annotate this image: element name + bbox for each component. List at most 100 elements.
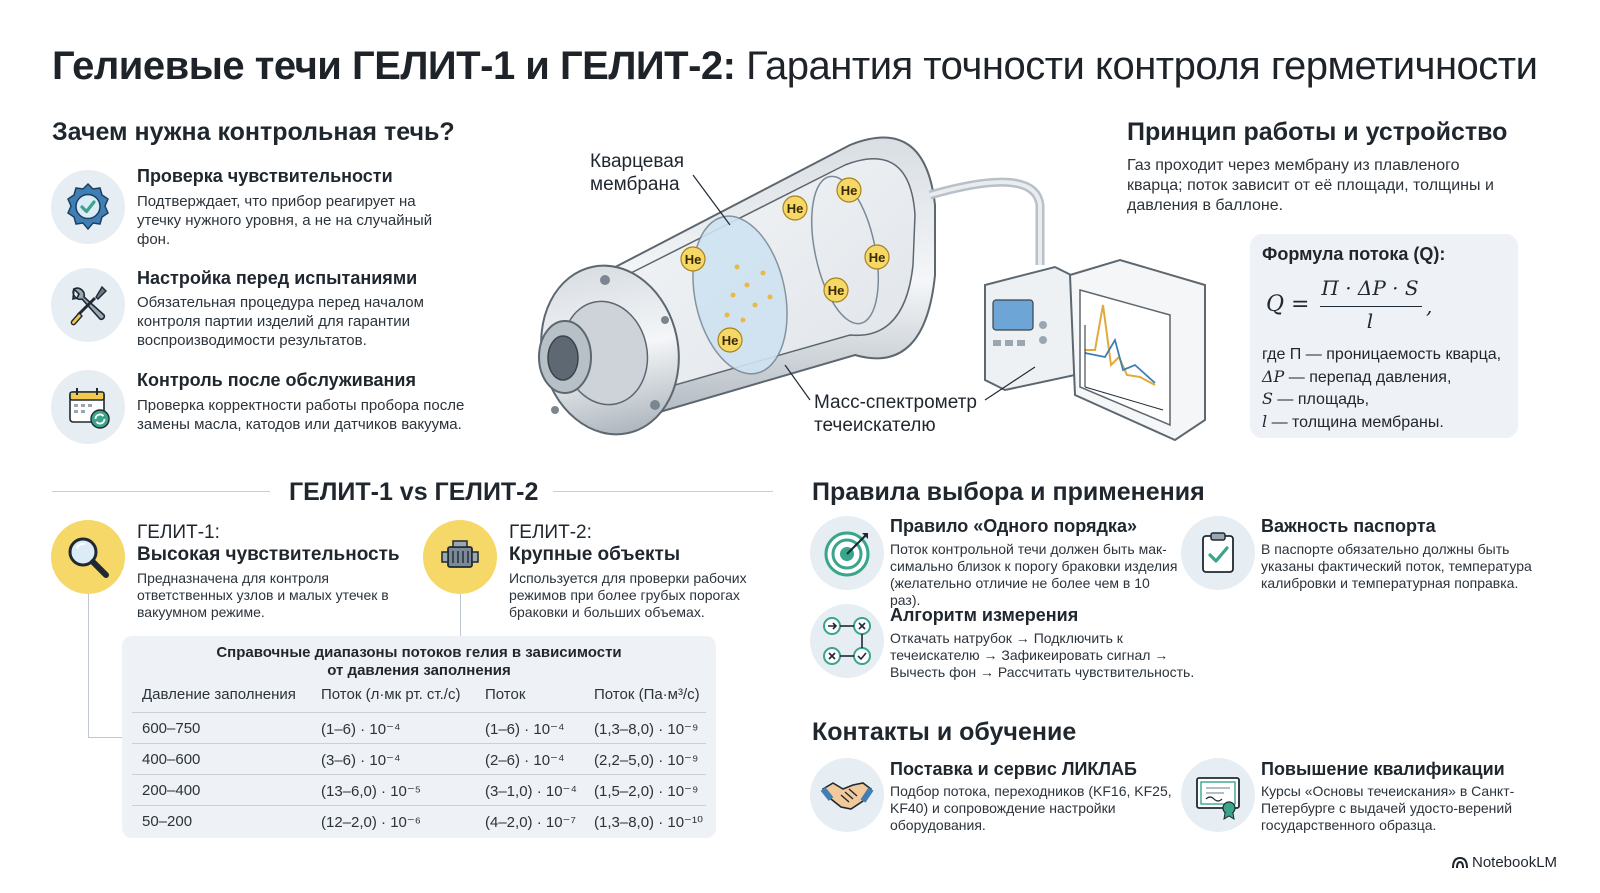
table-cell: 50–200 <box>142 813 193 830</box>
table-cell: (3–6) · 10⁻⁴ <box>321 752 401 769</box>
table-row: 600–750 (1–6) · 10⁻⁴ (1–6) · 10⁻⁴ (1,3–8… <box>132 712 706 743</box>
connector-line <box>88 737 124 738</box>
formula-denominator: l <box>1366 309 1374 333</box>
certificate-icon <box>1181 758 1255 832</box>
table-row: 400–600 (3–6) · 10⁻⁴ (2–6) · 10⁻⁴ (2,2–5… <box>132 743 706 774</box>
why-item-text: Обязательная процедура перед началом кон… <box>137 294 424 349</box>
g2-subtitle: Крупные объекты <box>509 544 681 565</box>
wrench-screwdriver-icon <box>51 268 125 342</box>
rule-text: В паспорте обязательно должны быть указа… <box>1261 541 1532 591</box>
why-item-text: Подтверждает, что прибор реагирует на ут… <box>137 193 433 248</box>
g1-name: ГЕЛИТ-1: <box>137 522 220 543</box>
membrane-label: Кварцевая мембрана <box>590 151 685 195</box>
legend-symbol: ΔP <box>1262 366 1285 386</box>
contact-text: Курсы «Основы течеискания» в Санкт-Петер… <box>1261 783 1515 833</box>
table-cell: (1–6) · 10⁻⁴ <box>321 721 401 738</box>
calendar-refresh-icon <box>51 370 125 444</box>
watermark: NotebookLM <box>1452 854 1557 871</box>
compare-heading: ГЕЛИТ-1 vs ГЕЛИТ-2 <box>289 478 539 506</box>
he-atom-label: He <box>722 333 739 348</box>
table-cell: (2,2–5,0) · 10⁻⁹ <box>594 752 699 769</box>
he-atom-label: He <box>685 252 702 267</box>
connector-line <box>88 592 89 738</box>
formula-legend: где Π — проницаемость кварца, ΔP — переп… <box>1262 344 1501 433</box>
rule-title: Правило «Одного порядка» <box>890 516 1137 536</box>
table-title: Справочные диапазоны потоков гелия в зав… <box>122 644 716 680</box>
leak-cylinder-diagram: He He He He He He <box>538 136 1206 442</box>
legend-text: — площадь, <box>1272 391 1370 408</box>
formula-lhs: Q = <box>1266 292 1310 317</box>
why-item-title: Контроль после обслуживания <box>137 370 416 390</box>
why-item-title: Настройка перед испытаниями <box>137 268 418 288</box>
table-cell: (4–2,0) · 10⁻⁷ <box>485 814 576 831</box>
table-cell: (1,3–8,0) · 10⁻⁹ <box>594 721 699 738</box>
notebooklm-logo-icon <box>1452 856 1468 868</box>
rule-text: Поток контрольной течи должен быть мак-с… <box>890 541 1178 608</box>
table-title-line: Справочные диапазоны потоков гелия в зав… <box>216 644 622 661</box>
spectrometer-label: Масс-спектрометр течеискателю <box>814 392 977 436</box>
legend-symbol: где Π <box>1262 346 1302 363</box>
table-cell: (1–6) · 10⁻⁴ <box>485 721 565 738</box>
workflow-icon <box>810 604 884 678</box>
g1-text: Предназначена для контроля ответственных… <box>137 570 389 620</box>
legend-symbol: l <box>1262 411 1268 431</box>
contacts-heading: Контакты и обучение <box>812 718 1077 746</box>
reference-table: Справочные диапазоны потоков гелия в зав… <box>122 636 716 838</box>
table-cell: (1,5–2,0) · 10⁻⁹ <box>594 783 699 800</box>
table-cell: 200–400 <box>142 782 201 799</box>
contact-title: Поставка и сервис ЛИКЛАБ <box>890 759 1137 779</box>
g1-subtitle: Высокая чувствительность <box>137 544 400 565</box>
clipboard-check-icon <box>1181 516 1255 590</box>
verified-badge-icon <box>51 170 125 244</box>
legend-symbol: S <box>1262 389 1273 408</box>
divider-left <box>52 491 270 492</box>
fraction-bar <box>1320 306 1422 307</box>
engine-block-icon <box>423 520 497 594</box>
table-title-line: от давления заполнения <box>327 662 511 679</box>
formula-box: Формула потока (Q): Q = Π · ΔP · S l , г… <box>1250 234 1518 438</box>
divider-right <box>553 491 773 492</box>
handshake-icon <box>810 758 884 832</box>
rule-title: Важность паспорта <box>1261 516 1436 536</box>
rule-title: Алгоритм измерения <box>890 605 1079 625</box>
table-row: 50–200 (12–2,0) · 10⁻⁶ (4–2,0) · 10⁻⁷ (1… <box>132 805 706 836</box>
table-cell: (12–2,0) · 10⁻⁶ <box>321 814 421 831</box>
he-atom-label: He <box>787 201 804 216</box>
legend-text: — перепад давления, <box>1284 368 1452 386</box>
connector-line <box>460 592 461 637</box>
table-header: Поток (Па·м³/с) <box>594 686 700 703</box>
watermark-text: NotebookLM <box>1472 854 1558 871</box>
table-cell: (13–6,0) · 10⁻⁵ <box>321 783 422 800</box>
magnifier-icon <box>51 520 125 594</box>
rules-heading: Правила выбора и применения <box>812 478 1205 506</box>
principle-text: Газ проходит через мембрану из плавленог… <box>1127 157 1494 214</box>
title-light: Гарантия точности контроля герметичности <box>746 44 1538 88</box>
contact-title: Повышение квалификации <box>1261 759 1505 779</box>
table-cell: 400–600 <box>142 751 201 768</box>
target-icon <box>810 516 884 590</box>
title-bold: Гелиевые течи ГЕЛИТ-1 и ГЕЛИТ-2: <box>52 44 736 88</box>
why-item-text: Проверка корректности работы пробора пос… <box>137 397 465 433</box>
contact-text: Подбор потока, переходников (KF16, KF25,… <box>890 783 1172 833</box>
table-header: Поток (л·мк рт. ст./с) <box>321 686 461 703</box>
formula-tail: , <box>1426 294 1433 318</box>
g2-name: ГЕЛИТ-2: <box>509 522 592 543</box>
legend-text: — проницаемость кварца, <box>1301 346 1502 363</box>
table-cell: (1,3–8,0) · 10⁻¹⁰ <box>594 814 703 831</box>
table-cell: (3–1,0) · 10⁻⁴ <box>485 783 577 800</box>
table-header: Поток <box>485 686 526 703</box>
formula-title: Формула потока (Q): <box>1262 244 1446 264</box>
g2-text: Используется для проверки рабочих режимо… <box>509 570 747 620</box>
legend-text: — толщина мембраны. <box>1267 413 1444 431</box>
why-item-title: Проверка чувствительности <box>137 166 393 186</box>
page-title: Гелиевые течи ГЕЛИТ-1 и ГЕЛИТ-2: Гаранти… <box>52 44 1538 89</box>
table-header: Давление заполнения <box>142 686 296 703</box>
why-heading: Зачем нужна контрольная течь? <box>52 118 455 146</box>
he-atom-label: He <box>828 283 845 298</box>
principle-heading: Принцип работы и устройство <box>1127 118 1508 146</box>
rule-text: Откачать натрубок → Подключить к течеиск… <box>890 630 1195 680</box>
he-atom-label: He <box>869 250 886 265</box>
he-atom-label: He <box>841 183 858 198</box>
formula-numerator: Π · ΔP · S <box>1321 276 1419 300</box>
table-cell: (2–6) · 10⁻⁴ <box>485 752 565 769</box>
